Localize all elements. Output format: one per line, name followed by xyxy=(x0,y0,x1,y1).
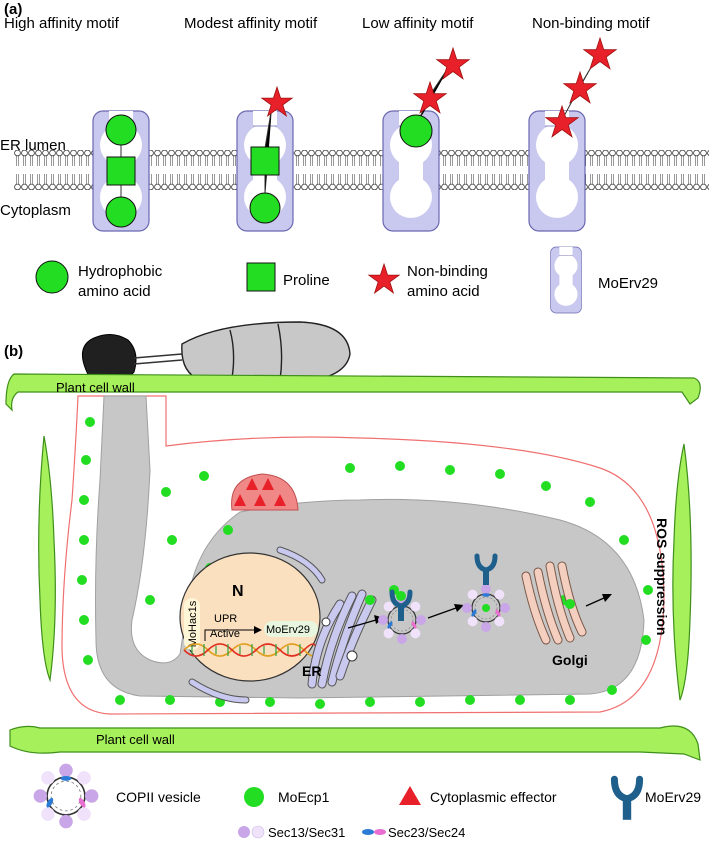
sec13-legend-icon-1 xyxy=(238,826,250,838)
copii-legend-label: COPII vesicle xyxy=(116,789,201,805)
proline-legend-label: Proline xyxy=(283,272,330,289)
panel-a: (a) High affinity motif Modest affinity … xyxy=(0,1,709,314)
nucleus xyxy=(179,552,321,682)
nucleus-label: N xyxy=(232,583,244,600)
er-lumen-label: ER lumen xyxy=(0,137,66,154)
copii-vesicle-1 xyxy=(377,591,427,645)
plant-cell-wall-top xyxy=(5,373,701,412)
germ-tube xyxy=(133,353,183,365)
mohac1s-label-group: MoHac1s xyxy=(184,598,200,650)
panel-b: (b) Plant cell wall Plant cell wall xyxy=(4,321,701,761)
moecp1-legend-label: MoEcp1 xyxy=(278,789,330,805)
motif-title-modest: Modest affinity motif xyxy=(184,15,318,32)
moerv29-legend-icon xyxy=(550,246,582,314)
copii-legend-icon xyxy=(32,762,100,830)
plant-cell-wall-bottom xyxy=(9,725,701,761)
effector-legend-icon xyxy=(399,786,421,805)
hydrophobic-legend-label-2: amino acid xyxy=(78,283,151,300)
hydrophobic-legend-icon xyxy=(35,260,69,294)
mohac1s-label: MoHac1s xyxy=(187,600,199,647)
moerv29-legend-label: MoErv29 xyxy=(598,275,658,292)
sec13-legend-label: Sec13/Sec31 xyxy=(268,825,345,840)
high-affinity-motif xyxy=(105,114,137,228)
sec23-legend-icon-1 xyxy=(362,829,374,835)
plant-cell-wall-bottom-label: Plant cell wall xyxy=(96,732,175,747)
extra-invasive-membrane xyxy=(61,395,665,715)
non-binding-motif xyxy=(544,36,618,138)
plant-cell-wall-top-label: Plant cell wall xyxy=(56,380,135,395)
panel-a-label: (a) xyxy=(4,1,22,18)
hydrophobic-legend-label-1: Hydrophobic xyxy=(78,263,163,280)
non-binding-legend-label-2: amino acid xyxy=(407,283,480,300)
sec13-legend-icon-2 xyxy=(251,825,265,839)
copii-vesicle-2 xyxy=(461,556,511,633)
effector-legend-label: Cytoplasmic effector xyxy=(430,789,557,805)
er-label: ER xyxy=(302,663,321,679)
plant-cell-wall-left xyxy=(38,435,56,683)
ros-suppression-label: ROS suppression xyxy=(654,518,670,635)
plant-cell-wall-right xyxy=(672,443,692,701)
transcription-arrow xyxy=(204,629,256,641)
motif-title-low: Low affinity motif xyxy=(362,15,474,32)
upr-label: UPR xyxy=(214,613,237,625)
non-binding-legend-label-1: Non-binding xyxy=(407,263,488,280)
low-affinity-motif xyxy=(399,46,471,148)
non-binding-legend-icon xyxy=(367,262,401,295)
conidium-spore xyxy=(181,321,351,383)
modest-affinity-motif xyxy=(249,85,294,224)
sec23-legend-icon-2 xyxy=(374,829,386,835)
motif-title-nonbinding: Non-binding motif xyxy=(532,15,650,32)
moerv29-gene-label: MoErv29 xyxy=(266,624,310,636)
active-label: Active xyxy=(210,628,240,640)
moerv29-legend-b-label: MoErv29 xyxy=(645,789,701,805)
cytoplasm-label: Cytoplasm xyxy=(0,202,71,219)
dna-helix xyxy=(183,643,317,657)
panel-b-label: (b) xyxy=(4,343,23,360)
golgi-label: Golgi xyxy=(552,652,588,668)
motif-title-high: High affinity motif xyxy=(4,15,120,32)
moerv29-legend-b-icon xyxy=(614,779,639,820)
sec23-legend-label: Sec23/Sec24 xyxy=(388,825,465,840)
moecp1-legend-icon xyxy=(244,787,264,807)
legend-b: COPII vesicle MoEcp1 Cytoplasmic effecto… xyxy=(32,762,701,840)
proline-legend-icon xyxy=(246,262,276,292)
er-stack xyxy=(307,589,377,689)
